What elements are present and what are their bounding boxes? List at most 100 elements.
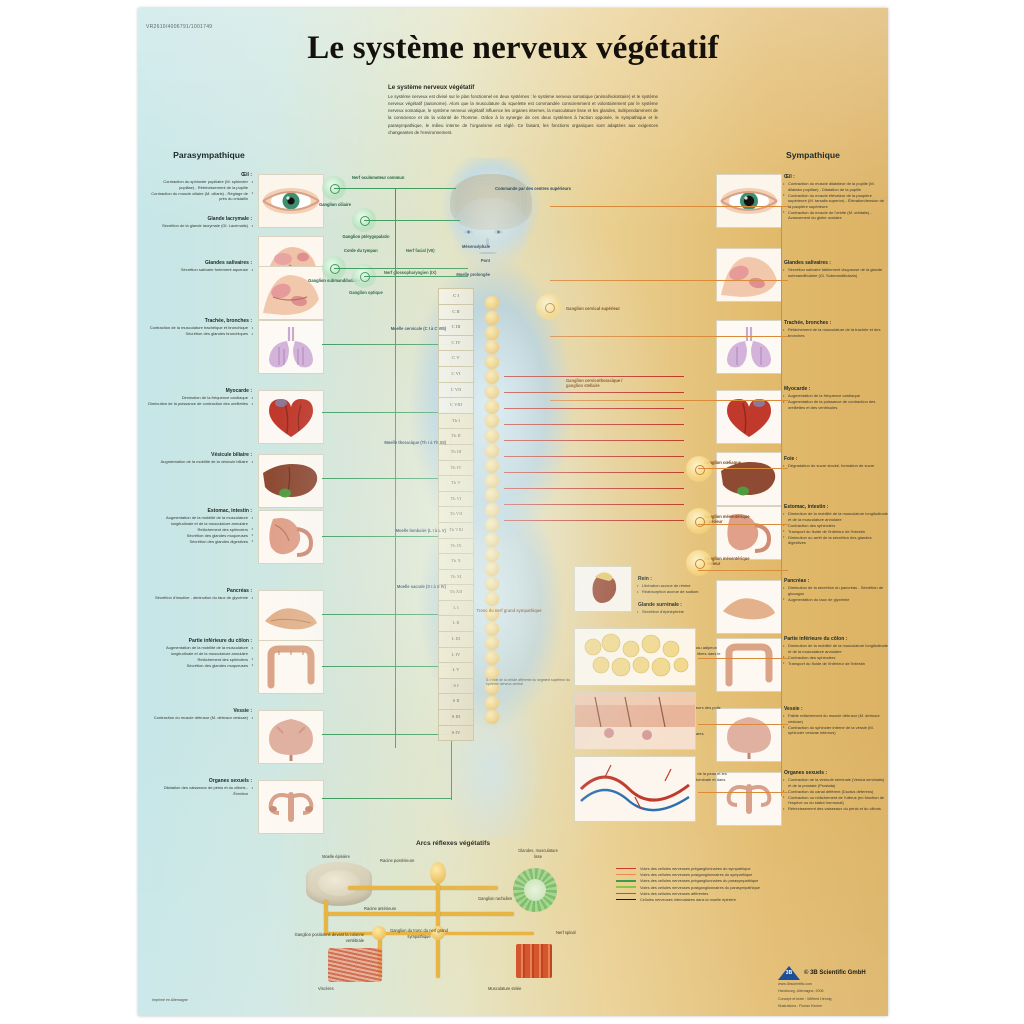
ganglion-mesenteric-superior-node <box>686 508 712 534</box>
nerve-line-green <box>322 536 452 537</box>
sympathetic-chain-bead <box>485 429 499 444</box>
nerve-line-green <box>364 220 460 221</box>
list-item: Faible relâchement du muscle détrusor (M… <box>783 712 888 724</box>
label-moelle-lombaire: Moelle lombaire (L I à L V) <box>395 528 446 533</box>
list-item: Relâchement de la musculature de la trac… <box>783 326 888 338</box>
nerve-line-red <box>504 504 684 505</box>
label-ganglion-cervicothoracique: Ganglion cervicothoracique / ganglion st… <box>566 378 623 389</box>
label-racine-anterieure: Racine antérieure <box>364 906 397 911</box>
blood-vessels-icon <box>575 757 695 821</box>
sympathetic-chain-bead <box>485 296 499 310</box>
label-nerf-glossopharyngien: Nerf glossopharyngien (IX) <box>384 270 437 275</box>
entry-list: Dégradation du sucre stocké, formation d… <box>783 463 888 469</box>
vertebra-label: S II <box>438 693 474 710</box>
vertebra-label: L I <box>438 599 474 616</box>
pancreas-icon <box>259 591 323 643</box>
list-item: Réabsorption accrue de sodium <box>637 589 730 595</box>
nerve-line-red <box>504 408 684 409</box>
product-code: VR2610/4006791/1001749 <box>146 24 213 30</box>
organ-image-lungs-left <box>258 320 324 374</box>
logo-3b-icon: 3B <box>778 966 800 980</box>
sympathetic-chain-bead <box>485 606 499 621</box>
entry-title: Pancréas : <box>226 588 252 594</box>
vertebra-label: Th VI <box>438 490 474 507</box>
liver-icon <box>259 455 323 507</box>
entry-list: Sécrétion d'insuline - diminution du tau… <box>148 595 253 601</box>
vertebra-label: Th XI <box>438 568 474 585</box>
nerve-line-green <box>322 478 452 479</box>
list-item: Contraction ou relâchement de l'utérus (… <box>783 794 888 806</box>
entry-title: Vésicule biliaire : <box>211 452 252 458</box>
vertebra-label: Th V <box>438 475 474 491</box>
sympathetic-chain-bead <box>485 621 499 636</box>
list-item: Augmentation du taux de glycémie <box>783 596 888 603</box>
vertebra-label: L IV <box>438 646 474 663</box>
legend-label: Voies des cellules nerveuses préganglion… <box>640 866 751 871</box>
list-item: Sécrétion des glandes bronchiques <box>148 331 254 337</box>
nerve-path <box>324 912 514 916</box>
nerve-path <box>436 868 440 934</box>
footer-line-4: Illustrations : Florian Escher <box>778 1004 823 1009</box>
entry-list: Libération accrue de rénine Réabsorption… <box>637 583 730 595</box>
entry-title: Vessie : <box>784 706 803 712</box>
entry-para-salivary: Glandes salivaires : Sécrétion salivaire… <box>148 260 253 273</box>
legend-label: Voies des cellules nerveuses postganglio… <box>640 872 753 878</box>
salivary-gland-icon <box>717 249 781 301</box>
entry-kidney: Rein : Libération accrue de rénine Réabs… <box>637 576 730 595</box>
figure-nose <box>486 238 489 246</box>
entry-symp-salivary: Glandes salivaires : Sécrétion salivaire… <box>783 260 888 279</box>
entry-list: Contraction du sphincter pupillaire (M. … <box>148 178 253 202</box>
list-item: Contraction des sphincters <box>783 522 888 529</box>
sympathetic-chain-bead <box>485 473 499 488</box>
list-item: Contraction du muscle élévateur de la pa… <box>783 192 888 210</box>
entry-symp-pancreas: Pancréas : Diminution de la sécrétion du… <box>783 578 888 603</box>
label-moelle-sacrale: Moelle sacrale (S I à S IV) <box>396 584 446 589</box>
vertebra-label: Th III <box>438 443 474 460</box>
sympathetic-chain-bead <box>485 636 499 651</box>
entry-list: Augmentation de la fréquence cardiaque A… <box>783 393 888 410</box>
nerve-path <box>436 932 440 978</box>
footer-line-1: www.3bscientific.com <box>778 982 813 986</box>
legend-row: Cellules nerveuses intercalaires dans la… <box>616 897 866 902</box>
list-item: Diminution de la puissance de contractio… <box>148 401 253 407</box>
entry-symp-colon: Partie inférieure du côlon : Diminution … <box>783 636 888 667</box>
entry-para-colon: Partie inférieure du côlon : Augmentatio… <box>148 638 253 669</box>
nerve-line-green <box>364 276 468 277</box>
entry-title: Myocarde : <box>225 388 252 394</box>
nerve-path <box>324 900 328 934</box>
organ-image-heart-right <box>716 390 782 444</box>
list-item: Diminution de la mobilité de la musculat… <box>783 642 888 654</box>
organ-image-colon-left <box>258 640 324 694</box>
list-item: Contraction des sphincters <box>783 654 888 661</box>
organ-image-salivary-left <box>258 266 324 320</box>
list-item: Contraction de la vésicule séminale (Ves… <box>783 776 888 788</box>
intro-heading: Le système nerveux végétatif <box>388 84 475 91</box>
entry-title: Glandes salivaires : <box>205 260 252 266</box>
label-nerf-spinal: Nerf spinal <box>556 930 576 935</box>
skin-icon <box>575 693 695 749</box>
nerve-line-orange <box>550 336 788 337</box>
sympathetic-chain-bead <box>485 488 499 503</box>
entry-title: Glande lacrymale : <box>207 216 252 222</box>
entry-list: Contraction du muscle détrusor (M. detru… <box>148 715 253 721</box>
entry-title: Œil : <box>241 172 252 178</box>
label-moelle-thoracique: Moelle thoracique (Th I à Th XII) <box>384 440 446 445</box>
nerve-path <box>348 886 498 890</box>
label-command-centers: Commande par des centres supérieurs <box>495 186 571 191</box>
brand-row: 3B © 3B Scientific GmbH <box>778 966 888 980</box>
nerve-line-orange <box>698 724 788 725</box>
organ-image-eye-left <box>258 174 324 228</box>
nerve-line-red <box>504 392 684 393</box>
nerve-line-orange <box>550 206 788 207</box>
sympathetic-chain-bead <box>485 680 499 695</box>
entry-list: Sécrétion de la glande lacrymale (Gl. La… <box>148 223 253 229</box>
entry-title: Estomac, intestin : <box>784 504 829 510</box>
organ-image-eye-right <box>716 174 782 228</box>
entry-title: Partie inférieure du côlon : <box>784 636 848 642</box>
vertebra-label: C VIII <box>438 397 474 413</box>
organ-image-liver-right <box>716 452 782 506</box>
list-item: Contraction du muscle ciliaire (M. cilia… <box>148 190 253 202</box>
kidney-icon <box>575 567 631 611</box>
label-ganglion-coeliaque: Ganglion cœliaque <box>704 460 741 465</box>
